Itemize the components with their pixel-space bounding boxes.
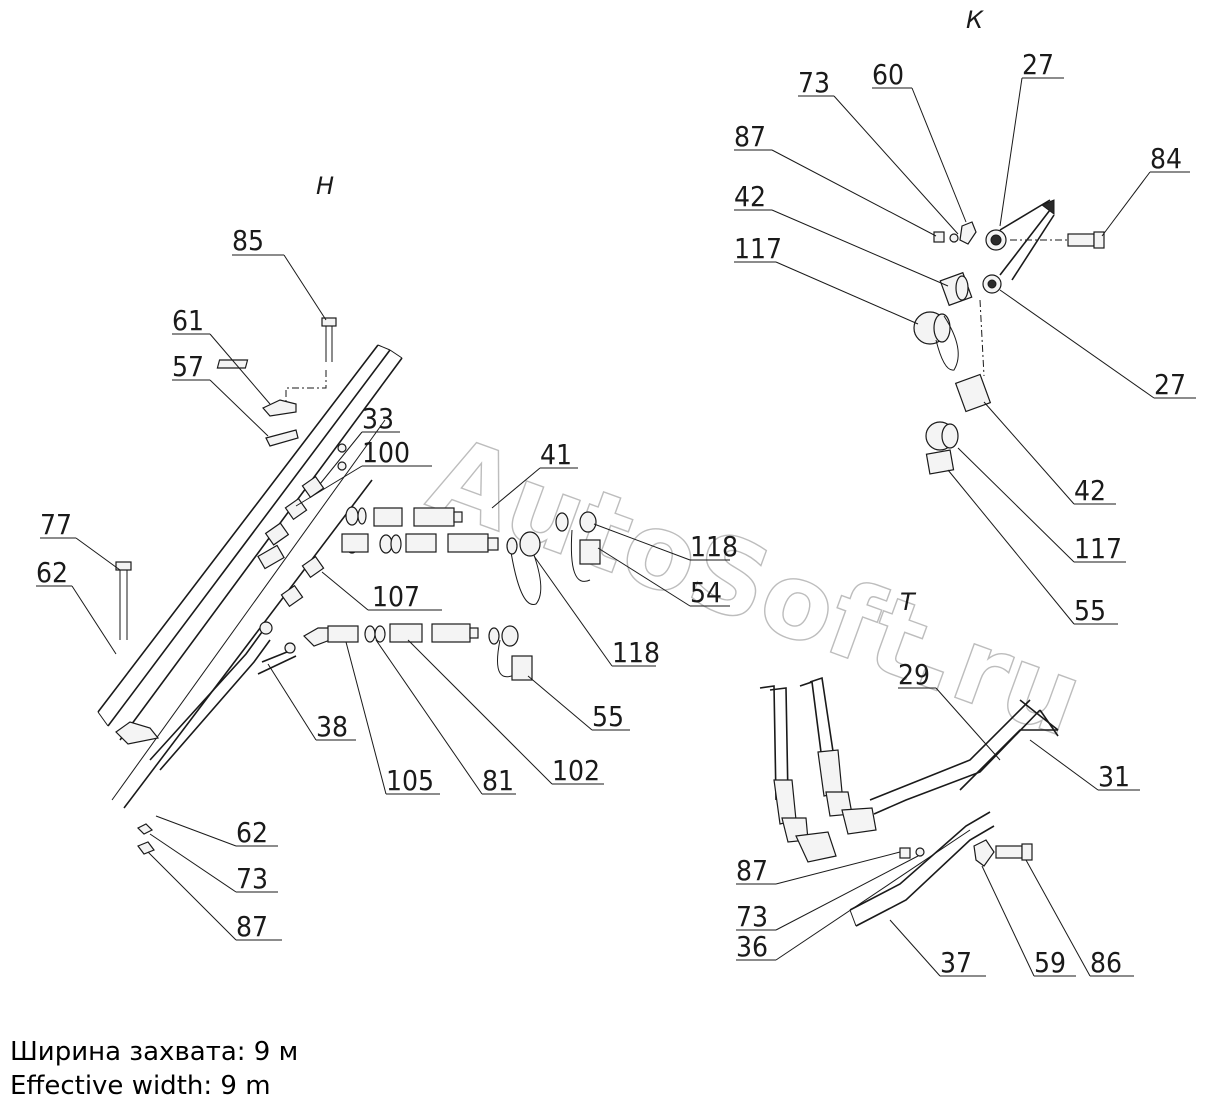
view-t-drawing [759,676,1059,927]
callout: 41 [540,438,572,471]
callout: 31 [1098,760,1130,793]
callout: 107 [372,580,420,613]
callout: 73 [736,900,768,933]
callout: 42 [734,180,766,213]
view-label-t: Т [900,588,917,616]
callout: 84 [1150,142,1182,175]
callout: 87 [236,910,268,943]
callout: 85 [232,224,264,257]
callout: 100 [362,436,410,469]
callout: 102 [552,754,600,787]
callout: 73 [236,862,268,895]
callout: 118 [612,636,660,669]
view-k-drawing [913,199,1105,475]
callout: 57 [172,350,204,383]
leader-lines [36,77,1196,977]
callouts-view-t: 29 31 87 73 36 37 59 86 [736,658,1130,979]
callout: 27 [1154,368,1186,401]
callout: 38 [316,710,348,743]
callout: 86 [1090,946,1122,979]
effective-width-ru: Ширина захвата: 9 м [10,1037,299,1067]
callout: 117 [734,232,782,265]
callout: 77 [40,508,72,541]
callout: 62 [36,556,68,589]
callout: 33 [362,402,394,435]
parts-diagram: AutoSoft.ru [36,6,1196,979]
callout: 87 [736,854,768,887]
callout: 55 [1074,594,1106,627]
watermark: AutoSoft.ru [414,412,1098,761]
callout: 105 [386,764,434,797]
callout: 61 [172,304,204,337]
view-h-drawing [97,317,601,855]
callout: 59 [1034,946,1066,979]
view-label-h: Н [316,172,334,200]
callout: 62 [236,816,268,849]
callout: 42 [1074,474,1106,507]
callout: 60 [872,58,904,91]
effective-width-en: Effective width: 9 m [10,1071,271,1101]
callouts-view-k: 73 60 27 87 84 42 117 27 42 117 55 [734,48,1186,627]
callout: 118 [690,530,738,563]
callout: 27 [1022,48,1054,81]
view-label-k: К [966,6,984,34]
callout: 37 [940,946,972,979]
callout: 117 [1074,532,1122,565]
callout: 29 [898,658,930,691]
callout: 73 [798,66,830,99]
callout: 36 [736,930,768,963]
callout: 54 [690,576,722,609]
callouts-view-h: 85 61 57 33 100 41 77 62 107 118 54 118 … [36,224,738,943]
svg-text:AutoSoft.ru: AutoSoft.ru [415,413,1097,761]
callout: 55 [592,700,624,733]
callout: 81 [482,764,514,797]
callout: 87 [734,120,766,153]
